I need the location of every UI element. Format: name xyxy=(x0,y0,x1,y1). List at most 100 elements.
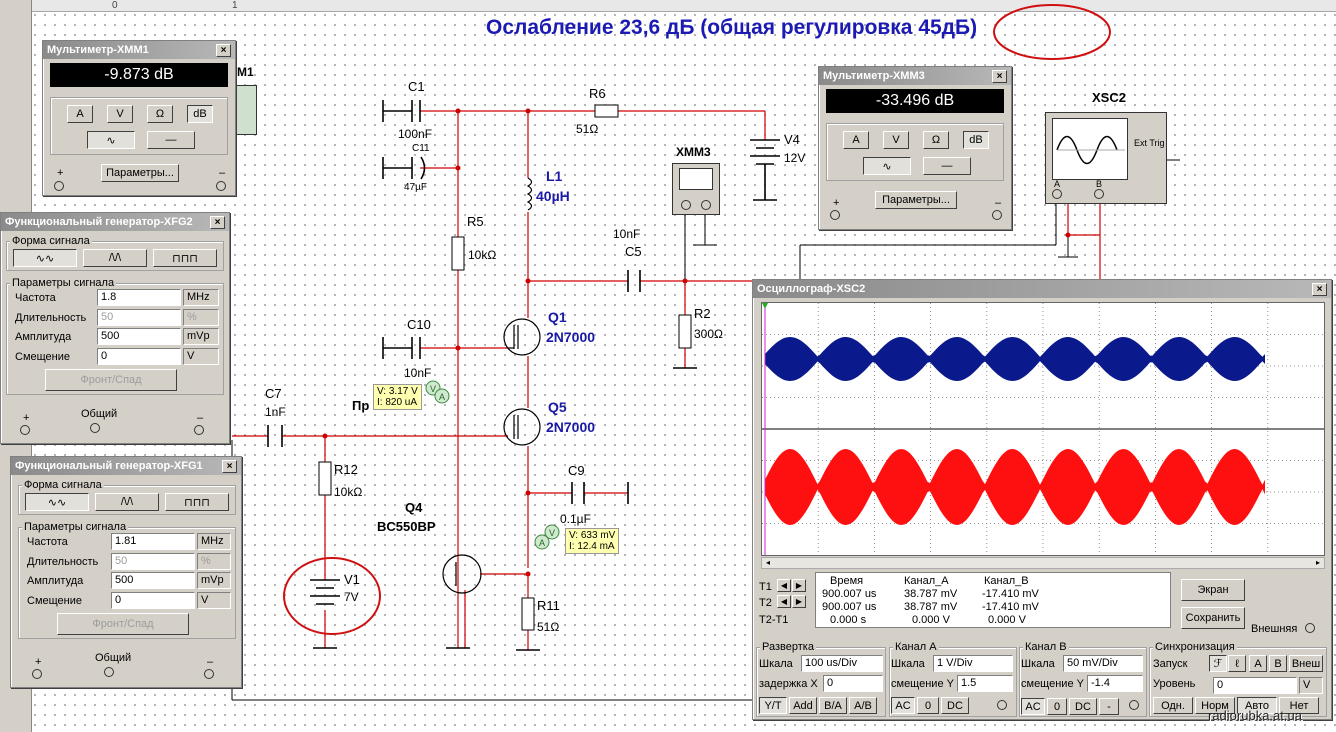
add-mode-button[interactable]: Add xyxy=(789,697,817,714)
trigger-auto-button[interactable]: Авто xyxy=(1237,697,1277,714)
mm3-mode-ohm-button[interactable]: Ω xyxy=(923,131,949,149)
function-generator-xfg1-window[interactable]: Функциональный генератор-XFG1 × Форма си… xyxy=(10,456,242,688)
xfg2-edge-button[interactable]: Фронт/Спад xyxy=(45,369,177,391)
xfg1-offset-input[interactable]: 0 xyxy=(111,592,195,609)
channel-b-offset-input[interactable]: -1.4 xyxy=(1087,675,1143,692)
trigger-normal-button[interactable]: Норм xyxy=(1195,697,1235,714)
xfg1-amplitude-unit[interactable]: mVp xyxy=(197,572,231,589)
mm1-mode-ohm-button[interactable]: Ω xyxy=(147,105,173,123)
trigger-single-button[interactable]: Одн. xyxy=(1153,697,1193,714)
multimeter-xmm3-titlebar[interactable]: Мультиметр-XMM3 × xyxy=(819,67,1011,85)
close-icon[interactable]: × xyxy=(216,43,231,57)
channel-b-dc-button[interactable]: DC xyxy=(1069,698,1097,715)
trigger-falling-edge-button[interactable]: ℓ xyxy=(1228,655,1246,672)
mm3-mode-a-button[interactable]: A xyxy=(843,131,869,149)
timebase-delay-input[interactable]: 0 xyxy=(823,675,883,692)
xfg2-offset-unit[interactable]: V xyxy=(183,348,219,365)
channel-b-zero-button[interactable]: 0 xyxy=(1047,698,1067,715)
trigger-rising-edge-button[interactable]: ℱ xyxy=(1209,655,1227,672)
scope-screen[interactable] xyxy=(761,302,1325,556)
mm3-mode-db-button[interactable]: dB xyxy=(963,131,989,149)
mm3-mode-v-button[interactable]: V xyxy=(883,131,909,149)
xfg1-duty-unit[interactable]: % xyxy=(197,553,231,570)
xfg1-frequency-input[interactable]: 1.81 xyxy=(111,533,195,550)
channel-a-zero-button[interactable]: 0 xyxy=(917,697,939,714)
xsc2-terminal-b[interactable] xyxy=(1094,189,1104,199)
trigger-none-button[interactable]: Нет xyxy=(1279,697,1319,714)
xfg1-sine-button[interactable]: ∿∿ xyxy=(25,493,89,511)
xfg1-square-button[interactable]: ⊓⊓⊓ xyxy=(165,493,229,511)
probe-2-icon[interactable]: A V xyxy=(532,522,566,552)
ab-mode-button[interactable]: A/B xyxy=(849,697,877,714)
oscilloscope-xsc2-window[interactable]: Осциллограф-XSC2 × ◂ ▸ T1 ◀ ▶ T2 ◀ ▶ T2-… xyxy=(752,279,1332,720)
channel-b-minus-button[interactable]: - xyxy=(1099,698,1119,715)
xfg1-duty-input[interactable]: 50 xyxy=(111,553,195,570)
channel-b-scale-input[interactable]: 50 mV/Div xyxy=(1063,655,1143,672)
timebase-scale-input[interactable]: 100 us/Div xyxy=(801,655,883,672)
channel-a-terminal[interactable] xyxy=(997,700,1007,710)
t2-right-arrow-button[interactable]: ▶ xyxy=(792,595,806,608)
xfg2-amplitude-unit[interactable]: mVp xyxy=(183,328,219,345)
xfg2-triangle-button[interactable]: /\/\ xyxy=(83,249,147,267)
xsc2-instrument-icon[interactable]: Ext Trig A B xyxy=(1045,112,1167,204)
xfg2-sine-button[interactable]: ∿∿ xyxy=(13,249,77,267)
mm1-minus-terminal[interactable] xyxy=(216,181,226,191)
xfg2-titlebar[interactable]: Функциональный генератор-XFG2 × xyxy=(1,213,229,231)
close-icon[interactable]: × xyxy=(222,459,237,473)
multimeter-xmm1-window[interactable]: Мультиметр-XMM1 × -9.873 dB A V Ω dB ∿ —… xyxy=(42,40,236,196)
screen-button[interactable]: Экран xyxy=(1181,579,1245,601)
xfg1-minus-terminal[interactable] xyxy=(204,669,214,679)
xfg2-plus-terminal[interactable] xyxy=(20,425,30,435)
mm3-minus-terminal[interactable] xyxy=(992,210,1002,220)
channel-b-terminal[interactable] xyxy=(1129,700,1139,710)
scope-scrollbar[interactable]: ◂ ▸ xyxy=(761,557,1325,569)
xfg2-common-terminal[interactable] xyxy=(90,423,100,433)
t1-left-arrow-button[interactable]: ◀ xyxy=(777,579,791,592)
mm1-ac-button[interactable]: ∿ xyxy=(87,131,135,149)
yt-mode-button[interactable]: Y/T xyxy=(759,697,787,714)
channel-b-ac-button[interactable]: AC xyxy=(1021,698,1045,715)
channel-a-dc-button[interactable]: DC xyxy=(941,697,969,714)
multimeter-xmm3-window[interactable]: Мультиметр-XMM3 × -33.496 dB A V Ω dB ∿ … xyxy=(818,66,1012,230)
xmm3-instrument-icon[interactable] xyxy=(672,163,720,215)
trigger-source-a-button[interactable]: A xyxy=(1249,655,1267,672)
xfg2-square-button[interactable]: ⊓⊓⊓ xyxy=(153,249,217,267)
t2-left-arrow-button[interactable]: ◀ xyxy=(777,595,791,608)
xfg1-amplitude-input[interactable]: 500 xyxy=(111,572,195,589)
xfg2-minus-terminal[interactable] xyxy=(194,425,204,435)
xfg2-offset-input[interactable]: 0 xyxy=(97,348,181,365)
channel-a-ac-button[interactable]: AC xyxy=(891,697,915,714)
xfg2-amplitude-input[interactable]: 500 xyxy=(97,328,181,345)
oscilloscope-titlebar[interactable]: Осциллограф-XSC2 × xyxy=(753,280,1331,298)
mm1-mode-db-button[interactable]: dB xyxy=(187,105,213,123)
close-icon[interactable]: × xyxy=(210,215,225,229)
mm1-mode-v-button[interactable]: V xyxy=(107,105,133,123)
probe-2-readout[interactable]: V: 633 mV I: 12.4 mA xyxy=(565,528,620,554)
mm1-dc-button[interactable]: — xyxy=(147,131,195,149)
mm3-params-button[interactable]: Параметры... xyxy=(875,191,957,209)
xfg2-duty-input[interactable]: 50 xyxy=(97,309,181,326)
trigger-level-input[interactable]: 0 xyxy=(1213,677,1297,694)
xfg1-titlebar[interactable]: Функциональный генератор-XFG1 × xyxy=(11,457,241,475)
probe-1-readout[interactable]: V: 3.17 V I: 820 uA xyxy=(373,384,422,410)
scroll-right-arrow-icon[interactable]: ▸ xyxy=(1315,558,1320,567)
mm3-dc-button[interactable]: — xyxy=(923,157,971,175)
ba-mode-button[interactable]: B/A xyxy=(819,697,847,714)
xfg1-frequency-unit[interactable]: MHz xyxy=(197,533,231,550)
xfg1-common-terminal[interactable] xyxy=(104,667,114,677)
mm3-plus-terminal[interactable] xyxy=(830,210,840,220)
xfg1-edge-button[interactable]: Фронт/Спад xyxy=(57,613,189,635)
xfg2-frequency-input[interactable]: 1.8 xyxy=(97,289,181,306)
xfg2-duty-unit[interactable]: % xyxy=(183,309,219,326)
probe-1-icon[interactable]: V A xyxy=(425,380,459,410)
xfg1-plus-terminal[interactable] xyxy=(32,669,42,679)
mm1-params-button[interactable]: Параметры... xyxy=(101,164,179,182)
mm1-mode-a-button[interactable]: A xyxy=(67,105,93,123)
channel-a-offset-input[interactable]: 1.5 xyxy=(957,675,1013,692)
xfg2-frequency-unit[interactable]: MHz xyxy=(183,289,219,306)
mm3-ac-button[interactable]: ∿ xyxy=(863,157,911,175)
trigger-source-ext-button[interactable]: Внеш xyxy=(1289,655,1323,672)
trigger-level-unit[interactable]: V xyxy=(1299,677,1323,694)
xmm3-terminal-plus[interactable] xyxy=(681,200,691,210)
function-generator-xfg2-window[interactable]: Функциональный генератор-XFG2 × Форма си… xyxy=(0,212,230,444)
